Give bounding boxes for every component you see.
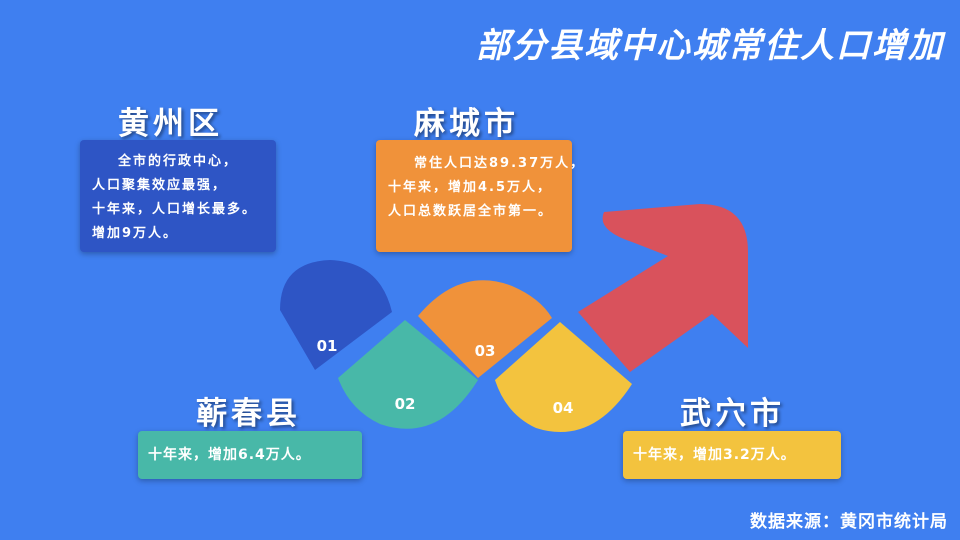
region-huangzhou-box: 全市的行政中心， 人口聚集效应最强， 十年来，人口增长最多。 增加9万人。 [80, 140, 276, 252]
region-huangzhou-line-3: 十年来，人口增长最多。 [92, 202, 258, 217]
region-huangzhou-line-1: 全市的行政中心， [118, 154, 239, 169]
step-01-shape [280, 260, 392, 370]
region-huangzhou-name: 黄州区 [118, 106, 223, 142]
region-macheng-line-1: 常住人口达89.37万人， [414, 156, 586, 171]
step-04-shape [495, 322, 632, 433]
data-source: 数据来源：黄冈市统计局 [750, 512, 948, 532]
region-wuxue-box: 十年来，增加3.2万人。 [623, 431, 841, 479]
region-macheng-box: 常住人口达89.37万人， 十年来，增加4.5万人， 人口总数跃居全市第一。 [376, 140, 586, 252]
region-huangzhou-line-4: 增加9万人。 [92, 226, 179, 241]
region-qichun-name: 蕲春县 [196, 396, 301, 432]
region-qichun-line-1: 十年来，增加6.4万人。 [148, 447, 311, 463]
region-macheng-line-3: 人口总数跃居全市第一。 [388, 204, 554, 219]
region-macheng-line-2: 十年来，增加4.5万人， [388, 180, 553, 195]
step-01-label: 01 [317, 337, 338, 355]
region-macheng-name: 麻城市 [414, 106, 519, 142]
step-02-shape [338, 320, 478, 429]
region-wuxue-line-1: 十年来，增加3.2万人。 [633, 447, 796, 463]
region-qichun-box: 十年来，增加6.4万人。 [138, 431, 362, 479]
step-03-label: 03 [475, 342, 496, 360]
step-04-label: 04 [553, 399, 574, 417]
step-02-label: 02 [395, 395, 416, 413]
region-huangzhou-line-2: 人口聚集效应最强， [92, 178, 228, 193]
region-wuxue-name: 武穴市 [680, 396, 785, 432]
page-title: 部分县域中心城常住人口增加 [476, 26, 944, 66]
growth-arrow-icon [578, 204, 748, 372]
step-03-shape [418, 280, 552, 378]
